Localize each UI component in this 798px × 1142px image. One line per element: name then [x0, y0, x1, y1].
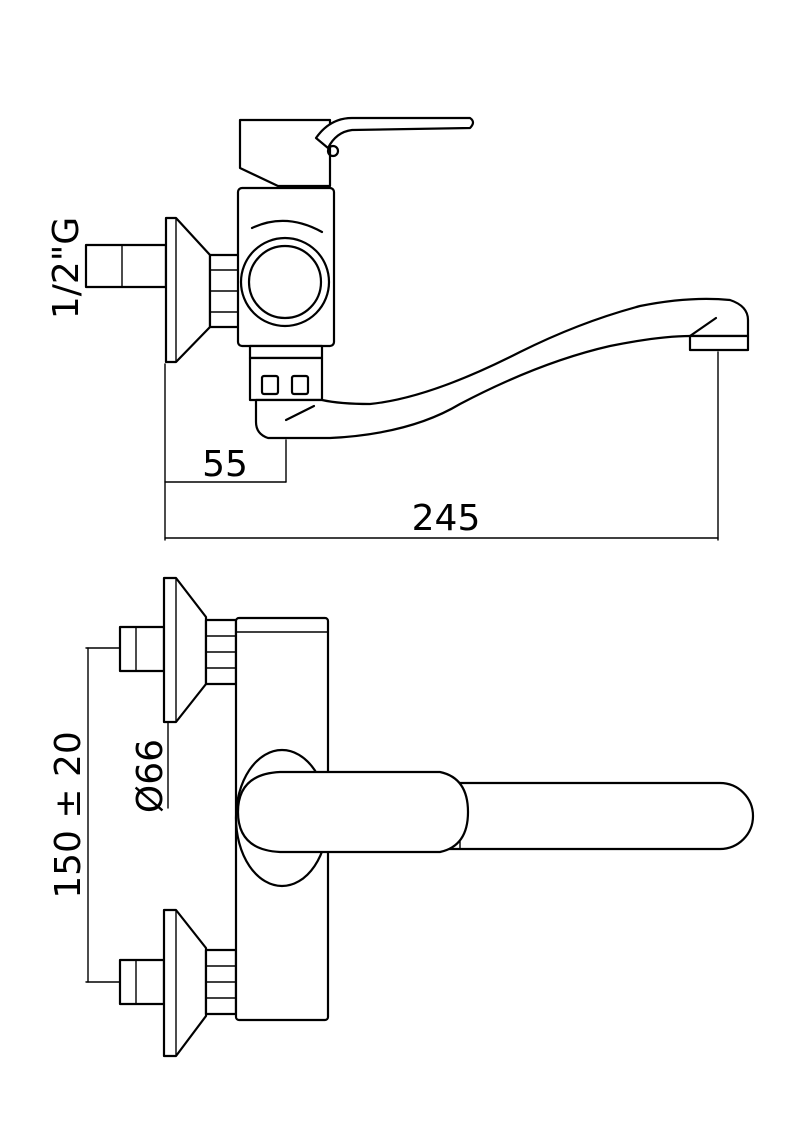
side-pipe-stub	[84, 243, 168, 289]
dim-label-150: 150 ± 20	[48, 731, 89, 899]
front-dimensions: 150 ± 20 Ø66	[48, 647, 171, 983]
side-lever-base	[238, 118, 332, 188]
dim-label-thread: 1/2"G	[46, 217, 87, 319]
side-dimensions: 55 245 1/2"G	[46, 217, 719, 541]
side-spout-collar	[248, 344, 324, 402]
side-body-disc	[239, 236, 331, 328]
side-view	[84, 116, 750, 440]
side-lever-handle	[314, 116, 475, 150]
dim-label-55: 55	[202, 444, 248, 485]
dim-label-diameter: Ø66	[130, 739, 171, 813]
front-upper-connector	[118, 576, 238, 724]
side-hex-nut	[208, 253, 242, 329]
side-spout	[254, 297, 750, 440]
dim-label-245: 245	[412, 498, 481, 539]
side-aerator	[688, 334, 750, 352]
side-wall-flange	[164, 216, 212, 364]
front-view	[118, 576, 755, 1058]
front-lever-handle	[236, 770, 470, 854]
front-lower-connector	[118, 908, 238, 1058]
